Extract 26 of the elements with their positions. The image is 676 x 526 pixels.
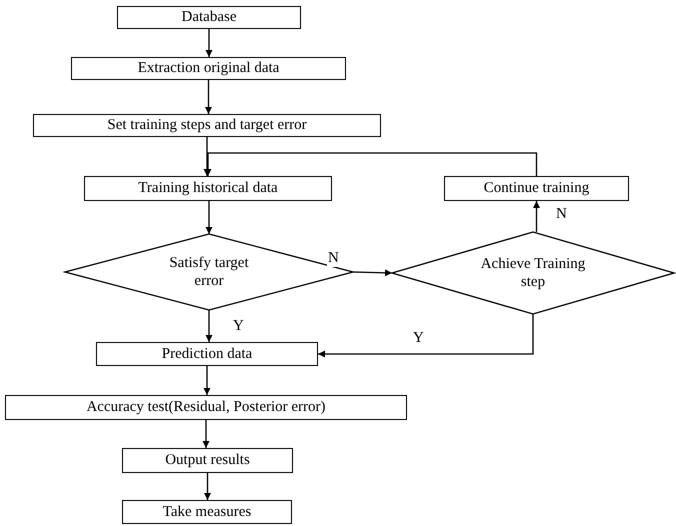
process-box: Prediction data: [96, 342, 318, 366]
process-box: Take measures: [122, 500, 292, 524]
arrow: [533, 201, 540, 232]
arrow: [202, 420, 210, 448]
arrow: [206, 310, 212, 342]
process-box: Training historical data: [84, 176, 332, 201]
decision-diamond: [62, 233, 356, 311]
arrow: [206, 201, 212, 234]
process-box: Output results: [122, 448, 293, 473]
arrow: [352, 269, 392, 276]
decision-text: Achieve Training step: [480, 255, 586, 291]
arrow: [204, 366, 210, 395]
arrow: [204, 137, 210, 176]
process-box: Accuracy test(Residual, Posterior error): [5, 395, 407, 420]
arrow: [204, 152, 538, 176]
process-box: Continue training: [444, 176, 629, 201]
process-box: Database: [117, 6, 301, 29]
arrow: [204, 473, 211, 500]
decision-text: Satisfy target error: [168, 254, 250, 290]
arrow: [205, 80, 212, 114]
arrow: [206, 29, 212, 57]
decision-diamond: [390, 231, 676, 315]
edge-label: N: [327, 250, 340, 267]
process-box: Extraction original data: [71, 57, 346, 80]
process-box: Set training steps and target error: [33, 114, 381, 137]
arrow: [318, 314, 534, 358]
